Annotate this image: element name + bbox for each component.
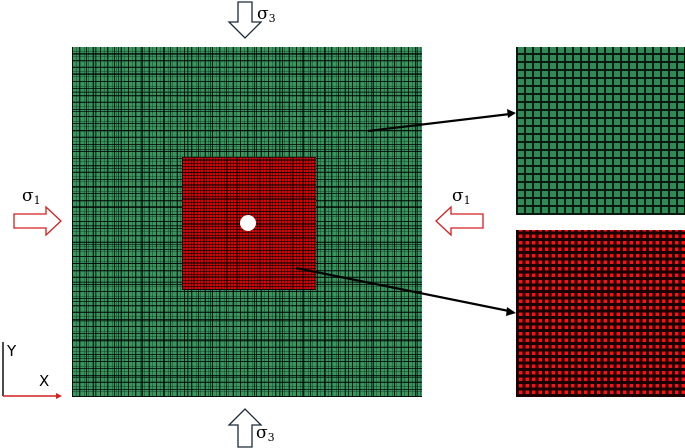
sigma1-right-arrow-icon [435,205,484,237]
sigma3-bottom-label: σ3 [256,423,275,444]
sigma-symbol: σ [22,186,34,206]
sigma1-left-label: σ1 [22,186,41,207]
sigma3-top-arrow-icon [227,1,263,39]
sigma1-right-label: σ1 [452,186,471,207]
circular-hole [240,215,256,231]
sigma-symbol: σ [256,423,268,443]
refined-mesh-pointer-arrow-icon [295,266,516,316]
sigma-symbol: σ [452,186,464,206]
coarse-mesh-inset [516,47,685,215]
sigma-subscript: 3 [268,12,276,25]
sigma3-bottom-arrow-icon [227,408,263,448]
x-axis-label: X [39,372,50,390]
sigma-subscript: 1 [463,194,471,207]
y-axis-label: Y [7,342,17,360]
coordinate-axes-icon [2,342,62,399]
sigma-symbol: σ [257,4,269,24]
sigma-subscript: 1 [33,194,41,207]
sigma3-top-label: σ3 [257,4,276,25]
inner-refined-mesh [182,157,316,290]
refined-mesh-inset [516,230,685,397]
sigma-subscript: 3 [267,431,275,444]
coarse-mesh-pointer-arrow-icon [367,109,516,133]
sigma1-left-arrow-icon [13,205,62,237]
